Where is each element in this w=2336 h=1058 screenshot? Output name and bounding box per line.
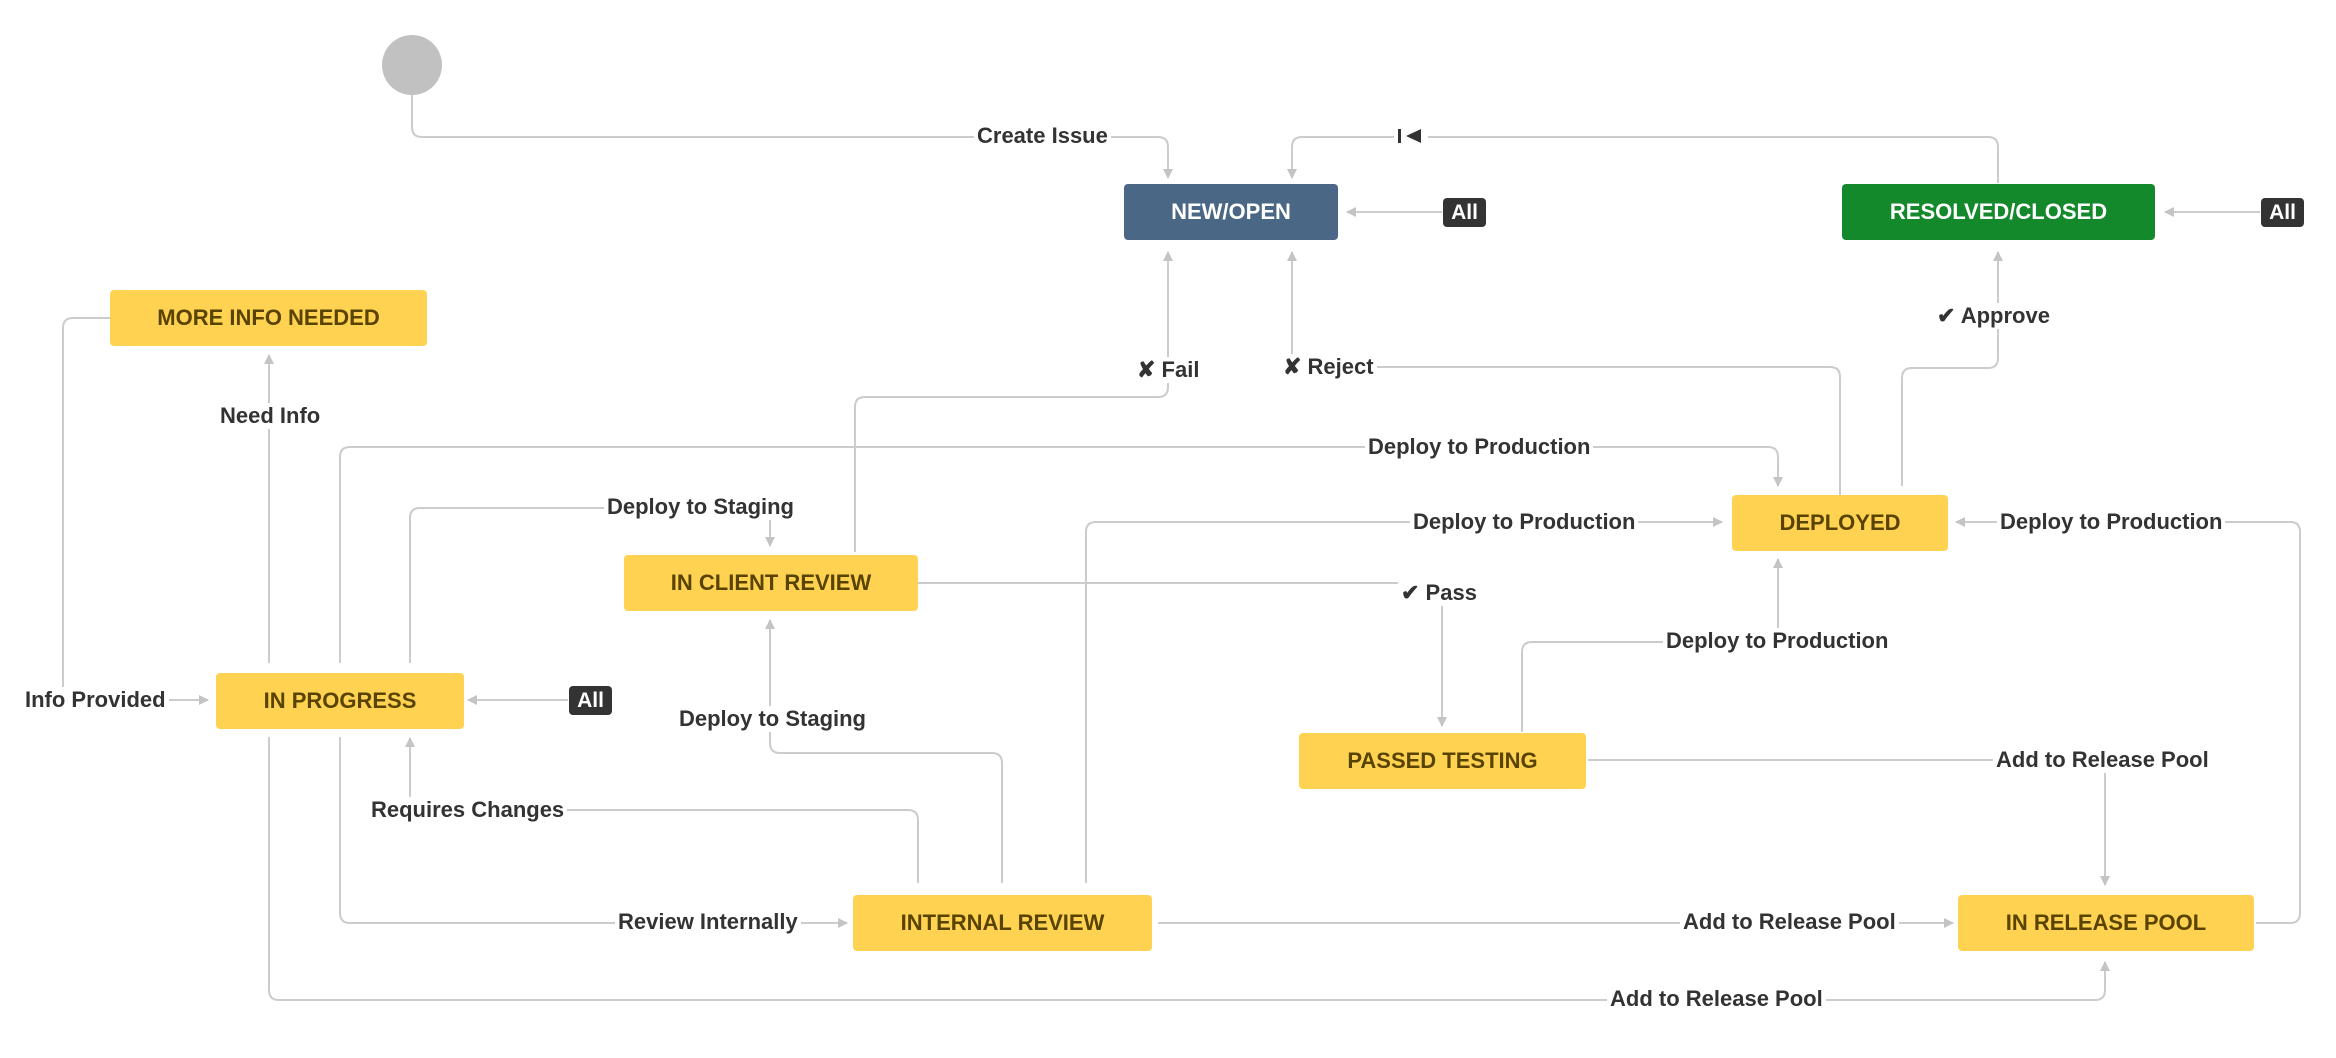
connector-reopen xyxy=(1287,136,1999,183)
connector-create-issue xyxy=(411,95,1173,179)
connector-deploy-production-right xyxy=(1955,517,2301,924)
transition-approve[interactable]: ✔ Approve xyxy=(1934,303,2053,329)
transition-deploy-staging-top[interactable]: Deploy to Staging xyxy=(604,494,797,520)
status-more-info-needed[interactable]: MORE INFO NEEDED xyxy=(110,290,427,346)
status-passed-testing[interactable]: PASSED TESTING xyxy=(1299,733,1586,789)
status-resolved-closed[interactable]: RESOLVED/CLOSED xyxy=(1842,184,2155,240)
status-new-open[interactable]: NEW/OPEN xyxy=(1124,184,1338,240)
start-node xyxy=(382,35,442,95)
connector-info-provided xyxy=(62,317,209,705)
transition-reject[interactable]: ✘ Reject xyxy=(1280,354,1377,380)
connector-release-pool-bottom xyxy=(268,737,2110,1001)
transition-need-info[interactable]: Need Info xyxy=(217,403,324,429)
transition-release-pool-passed[interactable]: Add to Release Pool xyxy=(1993,747,2212,773)
transition-fail[interactable]: ✘ Fail xyxy=(1134,357,1203,383)
connector-fail xyxy=(854,251,1173,552)
connector-deploy-staging-bottom xyxy=(765,619,1003,883)
status-in-client-review[interactable]: IN CLIENT REVIEW xyxy=(624,555,918,611)
transition-requires-changes[interactable]: Requires Changes xyxy=(368,797,568,823)
connector-release-pool-passed xyxy=(1588,759,2110,886)
transition-review-internally[interactable]: Review Internally xyxy=(615,909,801,935)
all-badge-resolved-closed[interactable]: All xyxy=(2261,198,2304,227)
loop-back-icon xyxy=(1394,124,1428,148)
status-in-release-pool[interactable]: IN RELEASE POOL xyxy=(1958,895,2254,951)
transition-deploy-production-top[interactable]: Deploy to Production xyxy=(1365,434,1594,460)
transition-deploy-production-mid[interactable]: Deploy to Production xyxy=(1410,509,1639,535)
transition-deploy-production-passed[interactable]: Deploy to Production xyxy=(1663,628,1892,654)
transition-release-pool-internal[interactable]: Add to Release Pool xyxy=(1680,909,1899,935)
connector-deploy-production-mid xyxy=(1085,517,1723,883)
transition-create-issue[interactable]: Create Issue xyxy=(974,123,1111,149)
transition-deploy-staging-bottom[interactable]: Deploy to Staging xyxy=(676,706,869,732)
transition-deploy-production-right[interactable]: Deploy to Production xyxy=(1997,509,2226,535)
status-in-progress[interactable]: IN PROGRESS xyxy=(216,673,464,729)
connector-pass xyxy=(918,582,1447,727)
status-deployed[interactable]: DEPLOYED xyxy=(1732,495,1948,551)
status-internal-review[interactable]: INTERNAL REVIEW xyxy=(853,895,1152,951)
transition-info-provided[interactable]: Info Provided xyxy=(22,687,169,713)
connector-review-internally xyxy=(339,737,848,928)
all-badge-new-open[interactable]: All xyxy=(1443,198,1486,227)
all-badge-in-progress[interactable]: All xyxy=(569,686,612,715)
transition-pass[interactable]: ✔ Pass xyxy=(1398,580,1480,606)
transition-release-pool-bottom[interactable]: Add to Release Pool xyxy=(1607,986,1826,1012)
connector-deploy-production-top xyxy=(339,446,1783,663)
connector-approve xyxy=(1901,251,2003,486)
